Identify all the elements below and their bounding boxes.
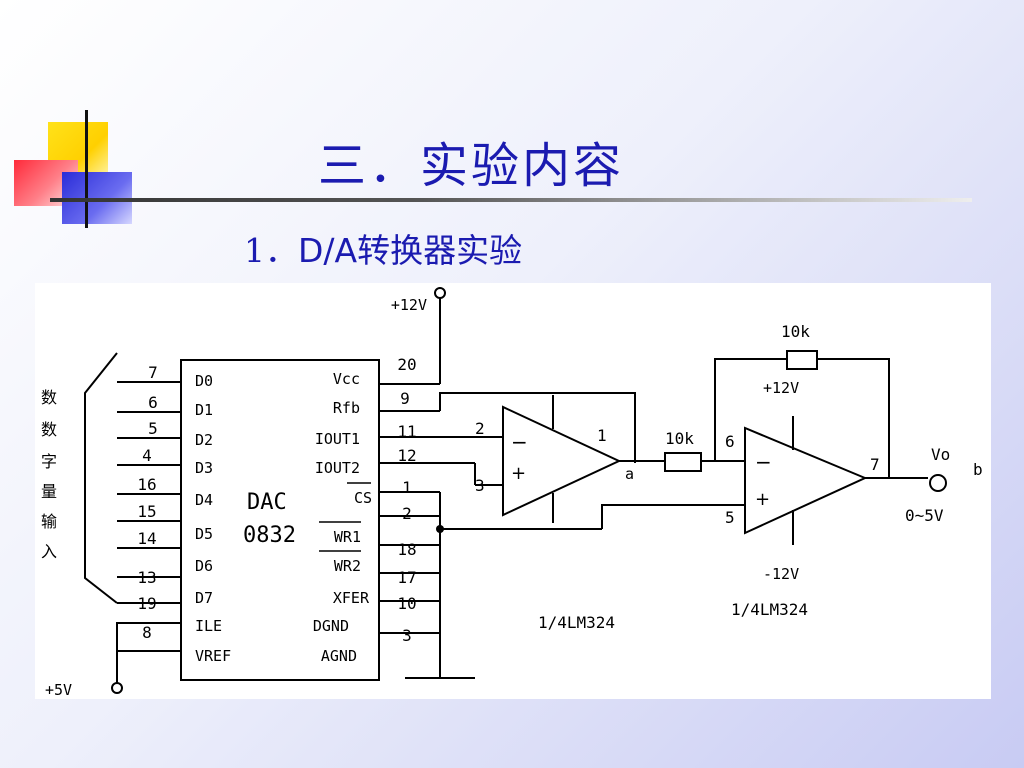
label-resistor-mid: 10k bbox=[665, 429, 694, 448]
input-char-2: 数 bbox=[41, 420, 57, 439]
circuit-wires bbox=[84, 298, 928, 683]
pin-18: 18 bbox=[397, 540, 416, 559]
title-underline bbox=[50, 198, 972, 202]
pin-10: 10 bbox=[397, 594, 416, 613]
pin-11: 11 bbox=[397, 422, 416, 441]
pin-2: 2 bbox=[402, 504, 412, 523]
terminal-plus-5v bbox=[111, 682, 123, 694]
name-vcc: Vcc bbox=[333, 370, 360, 388]
output-label-vo: Vo bbox=[931, 445, 950, 464]
pin-12: 12 bbox=[397, 446, 416, 465]
decor-vertical-line bbox=[85, 110, 88, 228]
op-amp-1 bbox=[502, 405, 622, 517]
slide-subtitle: 1．D/A转换器实验 bbox=[244, 224, 522, 272]
pin-15: 15 bbox=[137, 502, 156, 521]
name-d5: D5 bbox=[195, 525, 213, 543]
op1-pin-out: 1 bbox=[597, 426, 607, 445]
op2-plus-sign: + bbox=[755, 489, 770, 510]
input-char-5: 输 bbox=[41, 512, 57, 531]
input-label-vertical: 数 数 字 量 输 入 bbox=[41, 388, 57, 561]
pin-19: 19 bbox=[137, 594, 156, 613]
left-pin-numbers: 7 6 5 4 16 15 14 13 19 8 bbox=[137, 363, 157, 642]
name-dgnd: DGND bbox=[313, 617, 349, 635]
op1-pin-plus: 3 bbox=[475, 476, 485, 495]
op2-pin-minus: 6 bbox=[725, 432, 735, 451]
overbars bbox=[319, 482, 371, 552]
pin-6: 6 bbox=[148, 393, 158, 412]
op2-vneg: -12V bbox=[763, 565, 799, 583]
input-char-3: 字 bbox=[41, 452, 57, 471]
pin-9: 9 bbox=[400, 389, 410, 408]
label-supply-bottom: +5V bbox=[45, 681, 72, 699]
op1-minus-sign: − bbox=[511, 430, 528, 454]
subtitle-text: D/A转换器实验 bbox=[298, 231, 523, 270]
input-char-1: 数 bbox=[41, 388, 57, 407]
pin-4: 4 bbox=[142, 446, 152, 465]
op1-node-a: a bbox=[625, 465, 634, 483]
pin-13: 13 bbox=[137, 568, 156, 587]
op1-name: 1/4LM324 bbox=[538, 613, 615, 632]
resistor-10k-feedback bbox=[786, 350, 818, 370]
pin-5: 5 bbox=[148, 419, 158, 438]
name-iout1: IOUT1 bbox=[315, 430, 360, 448]
name-iout2: IOUT2 bbox=[315, 459, 360, 477]
name-d6: D6 bbox=[195, 557, 213, 575]
pin-8: 8 bbox=[142, 623, 152, 642]
right-pin-numbers: 20 9 11 12 1 2 18 17 10 3 bbox=[397, 355, 416, 645]
name-wr1: WR1 bbox=[334, 528, 361, 546]
name-ile: ILE bbox=[195, 617, 222, 635]
pin-3: 3 bbox=[402, 626, 412, 645]
label-resistor-fb: 10k bbox=[781, 322, 810, 341]
name-vref: VREF bbox=[195, 647, 231, 665]
op1-pin-minus: 2 bbox=[475, 419, 485, 438]
resistor-10k-mid bbox=[664, 452, 702, 472]
pin-7: 7 bbox=[148, 363, 158, 382]
pin-16: 16 bbox=[137, 475, 156, 494]
input-char-6: 入 bbox=[41, 542, 57, 561]
slide-title: 三．实验内容 bbox=[318, 138, 625, 194]
circuit-diagram: +12V +5V 数 数 字 量 输 入 7 6 5 4 16 15 14 13… bbox=[35, 283, 991, 699]
output-range: 0~5V bbox=[905, 506, 944, 525]
name-d3: D3 bbox=[195, 459, 213, 477]
op-amp-2 bbox=[744, 426, 868, 535]
op2-name: 1/4LM324 bbox=[731, 600, 808, 619]
name-d0: D0 bbox=[195, 372, 213, 390]
junction-dot bbox=[436, 525, 444, 533]
input-char-4: 量 bbox=[41, 482, 57, 501]
name-xfer: XFER bbox=[333, 589, 370, 607]
pin-14: 14 bbox=[137, 529, 156, 548]
op2-vpos: +12V bbox=[763, 379, 799, 397]
name-agnd: AGND bbox=[321, 647, 357, 665]
name-d1: D1 bbox=[195, 401, 213, 419]
terminal-output-b bbox=[929, 474, 947, 492]
op2-pin-plus: 5 bbox=[725, 508, 735, 527]
name-d4: D4 bbox=[195, 491, 213, 509]
chip-label-0832: 0832 bbox=[243, 523, 296, 548]
left-pin-names: D0 D1 D2 D3 D4 D5 D6 D7 ILE VREF bbox=[195, 372, 231, 665]
name-d7: D7 bbox=[195, 589, 213, 607]
name-cs: CS bbox=[354, 489, 372, 507]
name-d2: D2 bbox=[195, 431, 213, 449]
op2-pin-out: 7 bbox=[870, 455, 880, 474]
op1-plus-sign: + bbox=[511, 463, 526, 484]
circuit-svg: +12V +5V 数 数 字 量 输 入 7 6 5 4 16 15 14 13… bbox=[41, 287, 983, 699]
pin-20: 20 bbox=[397, 355, 416, 374]
chip-label-dac: DAC bbox=[247, 490, 287, 515]
pin-1: 1 bbox=[402, 478, 412, 497]
name-wr2: WR2 bbox=[334, 557, 361, 575]
subtitle-number: 1． bbox=[244, 231, 298, 270]
name-rfb: Rfb bbox=[333, 399, 360, 417]
terminal-plus-12v bbox=[434, 287, 446, 299]
output-node-b: b bbox=[973, 460, 983, 479]
op2-minus-sign: − bbox=[755, 450, 772, 474]
pin-17: 17 bbox=[397, 568, 416, 587]
right-pin-names: Vcc Rfb IOUT1 IOUT2 CS WR1 WR2 XFER DGND… bbox=[313, 370, 372, 665]
label-supply-top: +12V bbox=[391, 296, 427, 314]
